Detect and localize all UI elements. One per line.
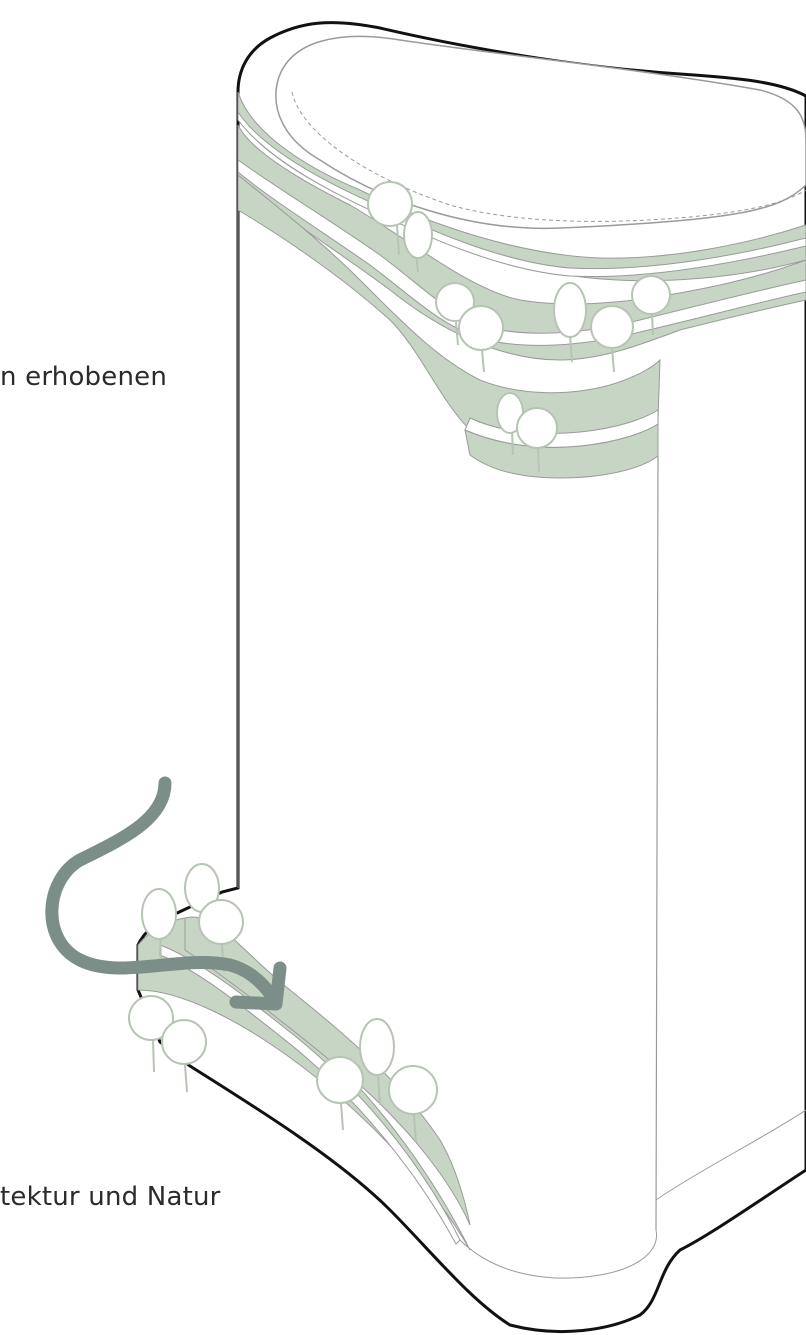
tree-icon bbox=[162, 1020, 206, 1092]
caption-top: n erhobenen bbox=[0, 362, 167, 392]
caption-bottom: tektur und Natur bbox=[0, 1182, 221, 1212]
